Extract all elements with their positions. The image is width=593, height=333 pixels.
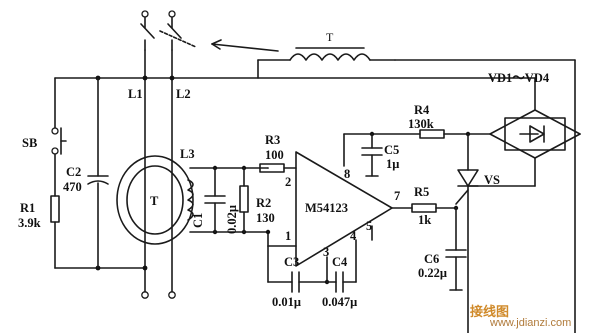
l2-label: L2 xyxy=(176,87,191,101)
c4-name: C4 xyxy=(332,255,348,269)
c6-name: C6 xyxy=(424,252,439,266)
vs-label: VS xyxy=(484,173,500,187)
r4-value: 130k xyxy=(408,117,434,131)
c5-name: C5 xyxy=(384,143,399,157)
c1-name: C1 xyxy=(191,213,205,228)
release-coil: T xyxy=(257,30,396,61)
c1-value: 0.02μ xyxy=(225,205,239,234)
pin-7: 7 xyxy=(394,189,400,203)
terminal-l2-bottom xyxy=(168,291,176,299)
r1-name: R1 xyxy=(20,201,35,215)
pin-8: 8 xyxy=(344,167,350,181)
c3-name: C3 xyxy=(284,255,299,269)
switch-contacts xyxy=(140,10,197,51)
c4-value: 0.047μ xyxy=(322,295,357,309)
r3-name: R3 xyxy=(265,133,280,147)
c1-capacitor: C1 0.02μ xyxy=(191,167,239,234)
diode-bridge: VD1～VD4 xyxy=(467,71,581,187)
watermark-url: www.jdianzi.com xyxy=(489,317,571,329)
l1-label: L1 xyxy=(128,87,143,101)
r3-resistor: R3 100 xyxy=(259,133,297,173)
pin8-rail xyxy=(343,131,421,167)
r4-name: R4 xyxy=(414,103,430,117)
r2-value: 130 xyxy=(256,211,275,225)
r3-value: 100 xyxy=(265,148,284,162)
pin-5: 5 xyxy=(366,219,372,233)
r4-resistor: R4 130k xyxy=(408,103,491,139)
core-label-t: T xyxy=(150,194,159,208)
r2-resistor: R2 130 xyxy=(239,167,275,233)
test-branch: SB R1 3.9k xyxy=(18,77,148,271)
toroid-core: T xyxy=(116,155,194,245)
c5-capacitor: C5 1μ xyxy=(361,133,399,177)
l3-label: L3 xyxy=(180,147,195,161)
bottom-caps: C3 0.01μ C4 0.047μ xyxy=(267,239,357,309)
c5-value: 1μ xyxy=(386,157,399,171)
r5-name: R5 xyxy=(414,185,429,199)
sb-label: SB xyxy=(22,136,37,150)
watermark-site-name: 接线图 xyxy=(470,304,509,319)
watermark: 接线图 www.jdianzi.com xyxy=(470,304,571,329)
c2-value: 470 xyxy=(63,180,82,194)
mains-lines xyxy=(141,49,176,299)
pin1-line xyxy=(265,229,297,247)
vd-label: VD1～VD4 xyxy=(488,71,550,85)
r1-value: 3.9k xyxy=(18,216,41,230)
c6-capacitor: C6 0.22μ xyxy=(418,207,467,291)
r5-value: 1k xyxy=(418,213,431,227)
terminal-l1-bottom xyxy=(141,291,149,299)
c6-value: 0.22μ xyxy=(418,266,447,280)
release-arrow xyxy=(211,39,279,52)
c3-value: 0.01μ xyxy=(272,295,301,309)
right-feed xyxy=(394,59,576,333)
pin-2: 2 xyxy=(285,175,291,189)
top-bus xyxy=(54,59,536,111)
pin-1: 1 xyxy=(285,229,291,243)
ic-name: M54123 xyxy=(305,201,348,215)
ic-m54123: M54123 2 1 8 7 5 4 3 xyxy=(285,151,400,267)
r5-resistor: R5 1k xyxy=(391,185,459,227)
c2-name: C2 xyxy=(66,165,81,179)
r2-name: R2 xyxy=(256,196,271,210)
pin-4: 4 xyxy=(350,229,357,243)
scr-vs: VS xyxy=(455,133,500,333)
pin-3: 3 xyxy=(323,245,329,259)
coil-label-t: T xyxy=(326,30,334,44)
c2-capacitor: C2 470 xyxy=(63,77,109,269)
